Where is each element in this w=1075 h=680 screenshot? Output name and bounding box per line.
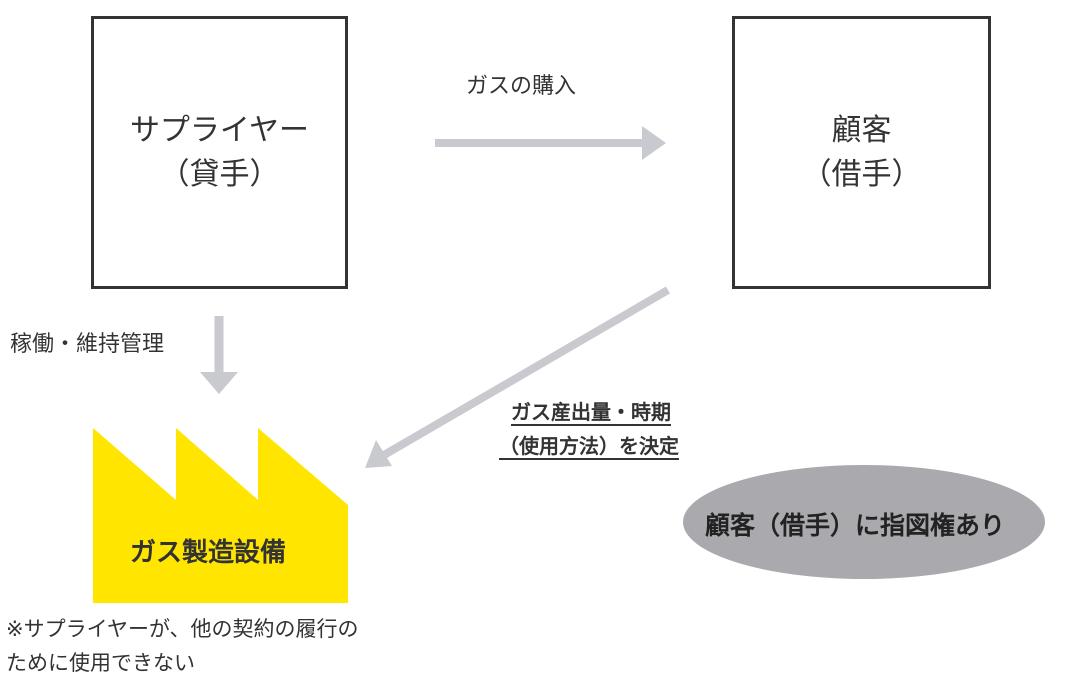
operation-label: 稼働・維持管理: [10, 332, 165, 357]
decision-arrow: [365, 286, 671, 468]
purchase-label: ガスの購入: [466, 74, 577, 99]
supplier-role: （貸手）: [159, 156, 280, 192]
operation-arrow: [200, 316, 238, 394]
customer-role: （借手）: [801, 156, 922, 192]
note-line1: ※サプライヤーが、他の契約の履行の: [6, 617, 359, 641]
decision-label-line2: （使用方法）を決定: [499, 434, 679, 458]
facility-label: ガス製造設備: [130, 538, 287, 568]
note-line2: ために使用できない: [6, 651, 195, 675]
factory-icon: [93, 428, 348, 603]
control-ellipse: [683, 465, 1045, 579]
decision-label-line1: ガス産出量・時期: [511, 400, 671, 424]
supplier-name: サプライヤー: [129, 112, 310, 148]
customer-name: 顧客: [831, 112, 892, 148]
purchase-arrow: [435, 126, 666, 160]
supplier-box: サプライヤー （貸手）: [91, 16, 348, 289]
control-label: 顧客（借手）に指図権あり: [705, 511, 1006, 540]
customer-box: 顧客 （借手）: [732, 16, 991, 289]
